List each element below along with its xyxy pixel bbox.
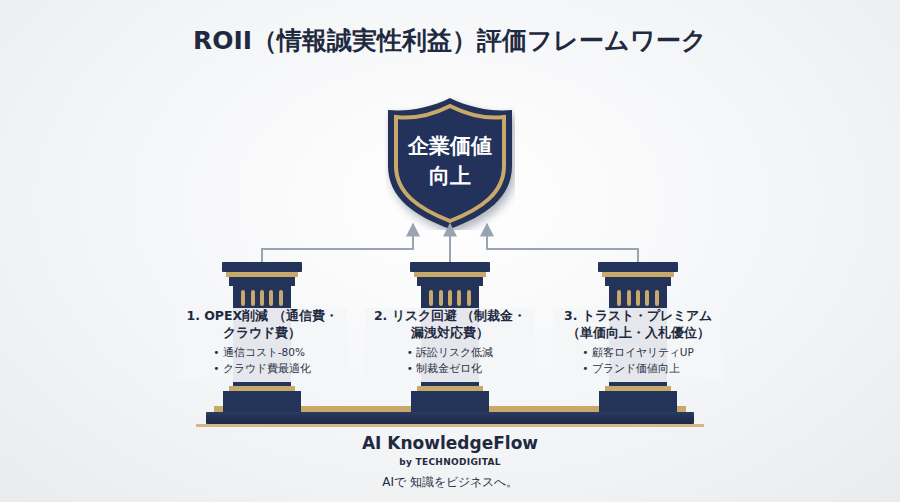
platform-slab bbox=[206, 412, 694, 424]
pillar-base bbox=[223, 391, 301, 412]
pillar-base bbox=[411, 391, 489, 412]
pillar-flute bbox=[627, 290, 631, 306]
pillar-flute bbox=[467, 290, 471, 306]
connector-arrow bbox=[487, 224, 638, 262]
pillar-node: 1. OPEX削減 （通信費・クラウド費）• 通信コスト-80%• クラウド費最… bbox=[177, 262, 347, 412]
bullet-item: • 制裁金ゼロ化 bbox=[407, 361, 494, 377]
pillar-neck bbox=[229, 277, 295, 286]
pillar-flute bbox=[655, 290, 659, 306]
pillar-text-group: 3. トラスト・プレミアム （単価向上・入札優位）• 顧客ロイヤリティUP• ブ… bbox=[553, 308, 723, 376]
pillar-flute bbox=[617, 290, 621, 306]
footer-text: AI KnowledgeFlow bbox=[0, 433, 900, 453]
platform-trim bbox=[196, 424, 704, 427]
pillar-gold-band bbox=[602, 272, 674, 277]
pillar-gold-band bbox=[226, 272, 298, 277]
pillar-node: 3. トラスト・プレミアム （単価向上・入札優位）• 顧客ロイヤリティUP• ブ… bbox=[553, 262, 723, 412]
pillar-base-band bbox=[605, 386, 671, 391]
shield-body bbox=[388, 98, 512, 229]
bullet-list: • 訴訟リスク低減• 制裁金ゼロ化 bbox=[407, 345, 494, 377]
pillar-capital bbox=[598, 262, 678, 272]
bullet-item: • 訴訟リスク低減 bbox=[407, 345, 494, 361]
pillar-base-band bbox=[229, 386, 295, 391]
pillar-heading: 1. OPEX削減 （通信費・クラウド費） bbox=[177, 308, 347, 342]
bullet-list: • 通信コスト-80%• クラウド費最適化 bbox=[213, 345, 311, 377]
pillar-flute bbox=[448, 290, 452, 306]
pillar-base-band bbox=[417, 386, 483, 391]
pillar-gold-band bbox=[414, 272, 486, 277]
connector-arrow bbox=[262, 224, 413, 262]
pillar-node: 2. リスク回避 （制裁金・漏洩対応費）• 訴訟リスク低減• 制裁金ゼロ化 bbox=[365, 262, 535, 412]
pillar-flute bbox=[429, 290, 433, 306]
bullet-item: • クラウド費最適化 bbox=[213, 361, 311, 377]
pillar-heading: 2. リスク回避 （制裁金・漏洩対応費） bbox=[365, 308, 535, 342]
bullet-item: • 顧客ロイヤリティUP bbox=[582, 345, 694, 361]
pillar-neck bbox=[605, 277, 671, 286]
pillar-capital bbox=[410, 262, 490, 272]
shield-node: 企業価値 向上 bbox=[385, 96, 515, 230]
shield-label: 企業価値 向上 bbox=[400, 126, 500, 196]
bullet-list: • 顧客ロイヤリティUP• ブランド価値向上 bbox=[582, 345, 694, 377]
shield-axis bbox=[450, 110, 451, 217]
pillar-flute bbox=[269, 290, 273, 306]
pillar-text-panel bbox=[553, 308, 723, 382]
pillar-capital bbox=[222, 262, 302, 272]
pillar-heading: 3. トラスト・プレミアム （単価向上・入札優位） bbox=[553, 308, 723, 342]
footer-text: AIで 知識をビジネスへ。 bbox=[0, 474, 900, 491]
bullet-item: • 通信コスト-80% bbox=[213, 345, 311, 361]
bullet-item: • ブランド価値向上 bbox=[582, 361, 694, 377]
pillar-neck bbox=[417, 277, 483, 286]
pillar-flute bbox=[279, 290, 283, 306]
pillar-flute bbox=[636, 290, 640, 306]
pillar-flute bbox=[439, 290, 443, 306]
pillar-text-panel bbox=[365, 308, 535, 382]
connector-arrow bbox=[449, 224, 451, 262]
pillar-flute bbox=[251, 290, 255, 306]
diagram-title: ROII（情報誠実性利益）評価フレームワーク bbox=[0, 24, 900, 57]
pillar-flute bbox=[260, 290, 264, 306]
pillar-flute bbox=[645, 290, 649, 306]
pillar-text-group: 1. OPEX削減 （通信費・クラウド費）• 通信コスト-80%• クラウド費最… bbox=[177, 308, 347, 376]
pillar-flute bbox=[457, 290, 461, 306]
pillar-text-group: 2. リスク回避 （制裁金・漏洩対応費）• 訴訟リスク低減• 制裁金ゼロ化 bbox=[365, 308, 535, 376]
pillar-text-panel bbox=[177, 308, 347, 382]
footer-text: by TECHNODIGITAL bbox=[0, 457, 900, 467]
shield-gold-border bbox=[396, 106, 504, 221]
pillar-base bbox=[599, 391, 677, 412]
shield-outline bbox=[385, 96, 515, 230]
pillar-flute bbox=[241, 290, 245, 306]
